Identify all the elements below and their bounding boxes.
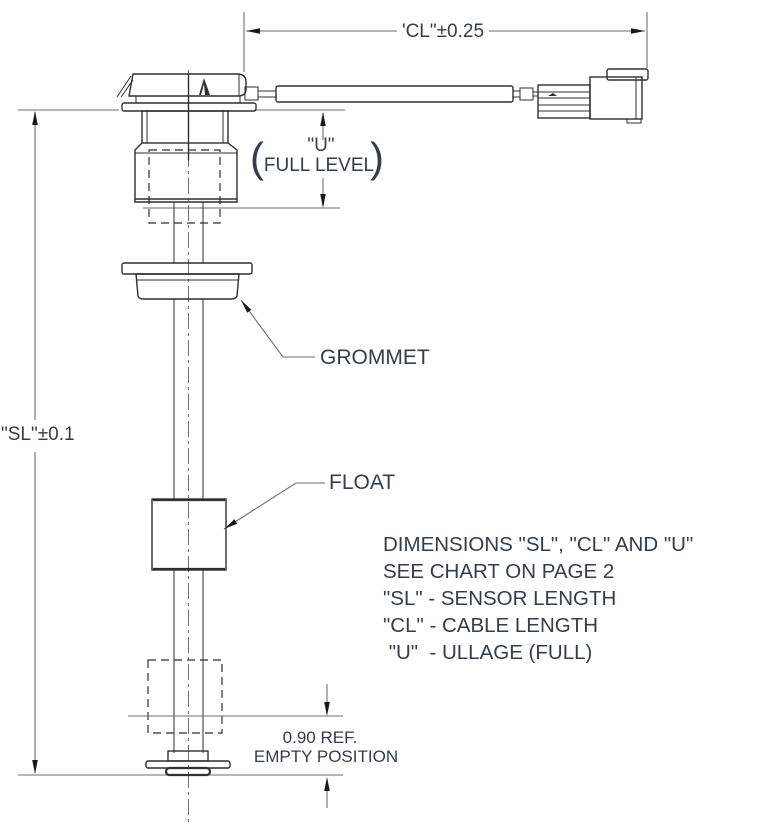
connector-body: [589, 76, 643, 120]
bottom-stop: [145, 750, 231, 777]
notes-block: DIMENSIONS "SL", "CL" AND "U" SEE CHART …: [383, 533, 693, 664]
connector: [537, 68, 649, 124]
sl-arrow-bottom: [32, 760, 38, 774]
note-line-2: SEE CHART ON PAGE 2: [383, 560, 614, 583]
grommet: [121, 262, 253, 300]
head-nut: [134, 142, 238, 203]
cl-dimension-label: 'CL"±0.25: [402, 21, 484, 42]
cable-ferrule: [519, 87, 534, 101]
note-line-4: "CL" - CABLE LENGTH: [383, 614, 598, 637]
connector-bump: [626, 118, 642, 124]
note-line-5: "U" - ULLAGE (FULL): [383, 641, 592, 664]
connector-strain-relief: [537, 84, 591, 119]
bottom-stop-cap: [164, 766, 212, 777]
cl-dimension: 'CL"±0.25: [243, 12, 648, 72]
float-label: FLOAT: [329, 471, 395, 494]
float-callout: FLOAT: [223, 471, 395, 530]
float-leader: [223, 482, 325, 530]
u-arrow-top: [320, 112, 326, 126]
u-full-level-label: FULL LEVEL: [264, 155, 374, 176]
cable-sleeve: [275, 85, 514, 103]
cl-arrow-right: [631, 28, 645, 34]
grommet-plate: [121, 262, 253, 275]
grommet-leader: [240, 299, 315, 358]
connector-tab: [606, 68, 649, 81]
sensor-tube: [173, 202, 204, 753]
connector-mark: [548, 93, 557, 96]
grommet-label: GROMMET: [320, 346, 430, 369]
float-leader-arrow: [224, 519, 238, 529]
empty-ref-dimension: 0.90 REF. EMPTY POSITION: [254, 684, 398, 808]
u-label: "U": [307, 135, 334, 156]
float: [151, 498, 227, 571]
cable-exit-block: [244, 86, 259, 101]
u-arrow-bottom: [320, 194, 326, 208]
grommet-callout: GROMMET: [240, 299, 430, 369]
u-dimension: ( "U" FULL LEVEL ): [143, 109, 384, 209]
grommet-leader-arrow: [241, 300, 252, 313]
cable-assembly: [244, 85, 538, 103]
sl-arrow-top: [32, 111, 38, 125]
head-neck: [141, 110, 229, 144]
cl-arrow-left: [246, 28, 260, 34]
note-line-3: "SL" - SENSOR LENGTH: [383, 587, 616, 610]
sensor-head: [116, 73, 257, 203]
head-cap-clip: [199, 78, 210, 95]
phantom-float-empty: [128, 659, 343, 734]
head-cap-latch-outer: [116, 75, 132, 98]
phantom-float-empty-outline: [147, 659, 223, 734]
u-paren-close: ): [370, 134, 384, 181]
note-line-1: DIMENSIONS "SL", "CL" AND "U": [383, 533, 693, 556]
head-cap: [128, 73, 247, 97]
sl-dimension-label: "SL"±0.1: [1, 424, 75, 445]
head-cap-latch-inner: [120, 79, 134, 98]
phantom-float-full: [148, 149, 221, 224]
phantom-float-full-outline: [148, 149, 221, 224]
ref-arrow-down: [324, 702, 330, 716]
ref-arrow-up: [324, 777, 330, 791]
grommet-body: [135, 273, 240, 300]
u-paren-open: (: [250, 134, 264, 181]
ref-value-label: 0.90 REF.: [283, 728, 358, 747]
sl-dimension: "SL"±0.1: [1, 109, 343, 776]
empty-position-label: EMPTY POSITION: [254, 747, 398, 766]
